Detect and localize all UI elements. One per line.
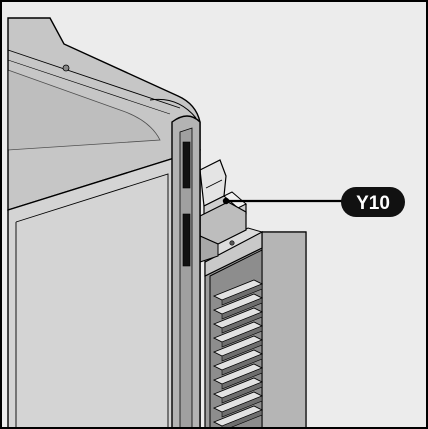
housing: [7, 17, 201, 429]
terminal-slot-shadow: [221, 353, 263, 376]
clip-latch: [199, 159, 247, 263]
terminal-slot-shadow: [221, 297, 263, 320]
callout-y10: Y10: [341, 187, 405, 217]
terminal-slot-shadow: [221, 311, 263, 334]
terminal-slot-shadow: [221, 283, 263, 306]
leader-dot: [222, 197, 230, 205]
terminal-slot-shadow: [221, 367, 263, 390]
terminal-slot-shadow: [221, 339, 263, 362]
terminal-slot-shadow: [221, 381, 263, 404]
terminal-slot-shadow: [221, 409, 263, 429]
terminal-slot-shadow: [221, 325, 263, 348]
callout-badge: [341, 187, 405, 217]
terminal-slot-shadow: [221, 395, 263, 418]
terminal-slots: [212, 279, 264, 429]
callout-label: Y10: [356, 193, 390, 214]
